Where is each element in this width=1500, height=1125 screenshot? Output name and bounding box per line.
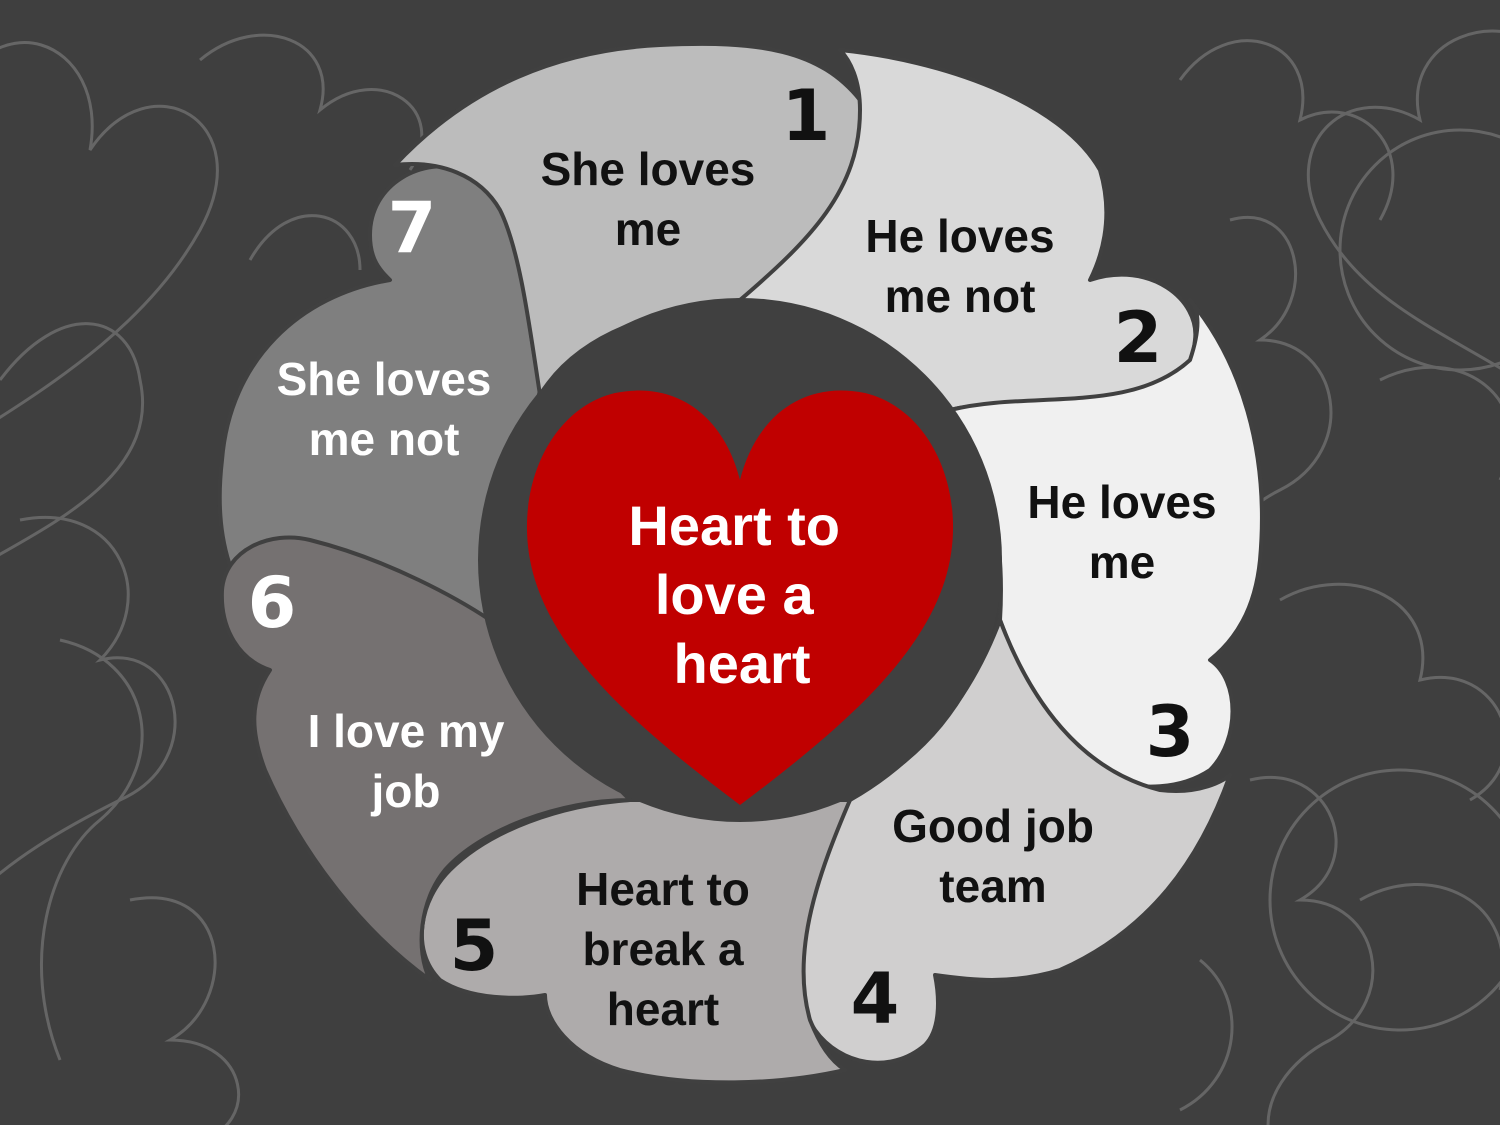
petal-1-label: She loves me: [541, 143, 756, 255]
petal-label-line: team: [939, 860, 1046, 912]
petal-label-line: job: [371, 765, 441, 817]
petal-label-line: heart: [607, 983, 719, 1035]
petal-4-number: 4: [851, 958, 900, 1040]
petal-label-line: me not: [309, 413, 460, 465]
petal-label-line: me: [615, 203, 681, 255]
petal-2-number: 2: [1114, 297, 1163, 379]
petal-3-number: 3: [1146, 691, 1195, 773]
center-label: Heart to love a heart: [628, 494, 855, 695]
petal-label-line: break a: [582, 923, 744, 975]
petal-3-label: He loves me: [1027, 476, 1216, 588]
center-label-line: Heart to: [628, 494, 840, 557]
center-label-line: love a: [655, 563, 815, 626]
petal-7-label: She loves me not: [277, 353, 492, 465]
petal-label-line: me not: [885, 270, 1036, 322]
petal-6-number: 6: [248, 562, 297, 644]
petal-label-line: I love my: [308, 705, 505, 757]
petal-label-line: She loves: [541, 143, 756, 195]
petal-5-number: 5: [450, 905, 499, 987]
petal-1-number: 1: [782, 75, 831, 157]
petal-7-number: 7: [388, 187, 437, 269]
petal-label-line: Good job: [892, 800, 1094, 852]
petal-2-label: He loves me not: [865, 210, 1054, 322]
petal-5-label: Heart to break a heart: [576, 863, 750, 1035]
petal-label-line: He loves: [865, 210, 1054, 262]
petal-label-line: Heart to: [576, 863, 750, 915]
center-label-line: heart: [674, 632, 811, 695]
petal-label-line: She loves: [277, 353, 492, 405]
petal-6: [219, 535, 632, 982]
petal-4-label: Good job team: [892, 800, 1094, 912]
heart-icon: [526, 390, 954, 805]
petal-label-line: He loves: [1027, 476, 1216, 528]
petal-6-label: I love my job: [308, 705, 505, 817]
petal-label-line: me: [1089, 536, 1155, 588]
